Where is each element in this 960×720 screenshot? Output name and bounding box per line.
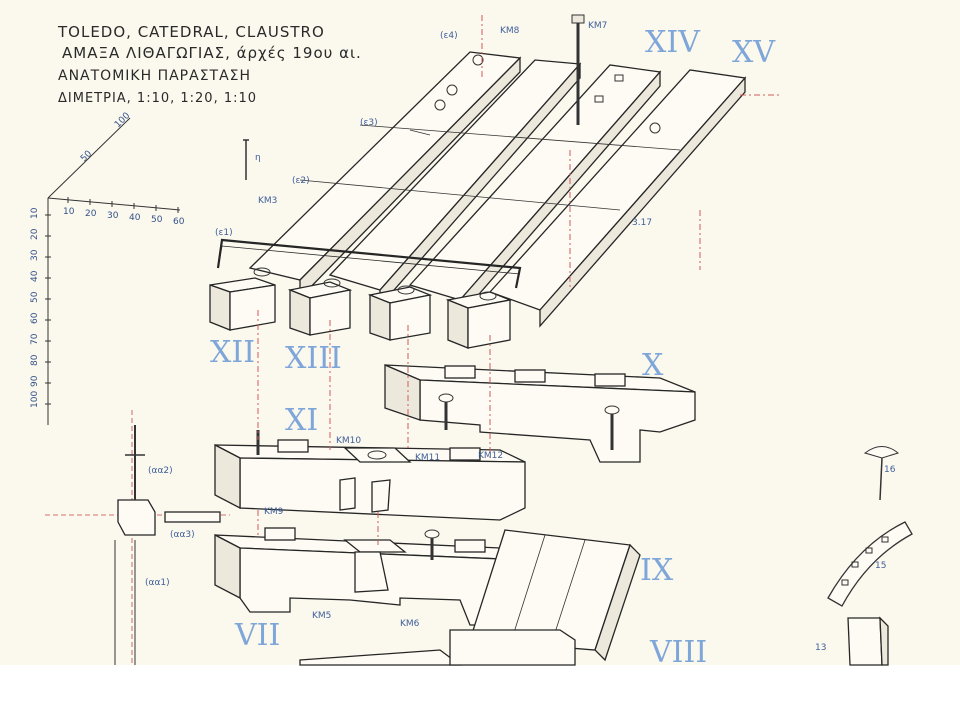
beam-vii: [214, 527, 526, 626]
scale-diag-100: 100: [113, 111, 132, 130]
label-km6: KM6: [400, 619, 420, 629]
label-km8: KM8: [500, 26, 520, 36]
label-xii: XII: [210, 335, 255, 370]
scale-h-label: 30: [107, 211, 119, 221]
pin-km7: [571, 14, 585, 125]
alignment-lines: [257, 15, 780, 545]
scale-v-label: 60: [30, 312, 40, 324]
label-xv: XV: [732, 35, 776, 70]
label-viii: VIII: [649, 635, 707, 670]
scale-v-label: 20: [30, 228, 40, 240]
nail-eta: [243, 139, 249, 180]
scale-h-label: 10: [63, 207, 75, 217]
title-line-1: TOLEDO, CATEDRAL, CLAUSTRO: [57, 23, 325, 41]
label-km12: KM12: [478, 451, 503, 461]
iron-strap: [216, 238, 522, 289]
iron-band-15: [827, 521, 913, 607]
scale-v-label: 70: [30, 333, 40, 345]
label-km5: KM5: [312, 611, 331, 621]
beam-xi: [214, 430, 526, 521]
title-line-4: ΔΙΜΕΤΡΙΑ, 1:10, 1:20, 1:10: [58, 91, 257, 106]
label-e3: (ε3): [360, 118, 378, 128]
label-e4: (ε4): [440, 31, 458, 41]
page-margin: [0, 665, 960, 720]
label-km9: KM9: [264, 507, 284, 517]
label-e2: (ε2): [292, 176, 310, 186]
platform-ix: [469, 529, 641, 662]
label-km10: KM10: [336, 436, 361, 446]
label-xi: XI: [285, 403, 318, 438]
scale-diag-50: 50: [79, 149, 94, 164]
scale-bar: 10 20 30 40 50 60 10 20 30 40 50 60 70 80 90 100 50 10…: [30, 111, 185, 425]
scale-v-label: 80: [30, 354, 40, 366]
label-km3: KM3: [258, 196, 277, 206]
label-vii: VII: [234, 618, 280, 653]
label-x: X: [642, 348, 664, 383]
label-317: 3.17: [632, 218, 652, 228]
label-aa3: (αα3): [170, 530, 195, 540]
label-km7: KM7: [588, 21, 607, 31]
beam-end-blocks: [209, 267, 513, 349]
label-16: 16: [884, 465, 896, 475]
lower-parts: [299, 629, 576, 666]
wheel-hub: [45, 410, 230, 665]
label-xiii: XIII: [285, 341, 342, 376]
scale-h-label: 50: [151, 215, 163, 225]
label-13: 13: [815, 643, 826, 653]
scale-v-label: 30: [30, 249, 40, 261]
label-km11: KM11: [415, 453, 440, 463]
title-line-2: ΑΜΑΞΑ ΛΙΘΑΓΩΓΙΑΣ, άρχές 19ου αι.: [62, 44, 362, 62]
block-13: [847, 616, 889, 666]
scale-v-label: 10: [30, 207, 40, 219]
label-ix: IX: [640, 553, 674, 588]
scale-v-label: 90: [30, 375, 40, 387]
scale-v-label: 100: [30, 391, 40, 408]
scale-v-label: 50: [30, 291, 40, 303]
upper-beams: [248, 51, 747, 328]
label-aa1: (αα1): [145, 578, 170, 588]
scale-v-label: 40: [30, 270, 40, 282]
scale-h-label: 40: [129, 213, 141, 223]
label-eta: η: [255, 153, 261, 163]
label-15: 15: [875, 561, 886, 571]
label-xiv: XIV: [645, 25, 701, 60]
scale-h-label: 60: [173, 217, 185, 227]
label-e1: (ε1): [215, 228, 233, 238]
scale-h-label: 20: [85, 209, 97, 219]
title-line-3: ΑΝΑΤΟΜΙΚΗ ΠΑΡΑΣΤΑΣΗ: [58, 68, 251, 84]
nail-16: [863, 446, 900, 501]
label-aa2: (αα2): [148, 466, 173, 476]
beam-x: [384, 364, 696, 463]
